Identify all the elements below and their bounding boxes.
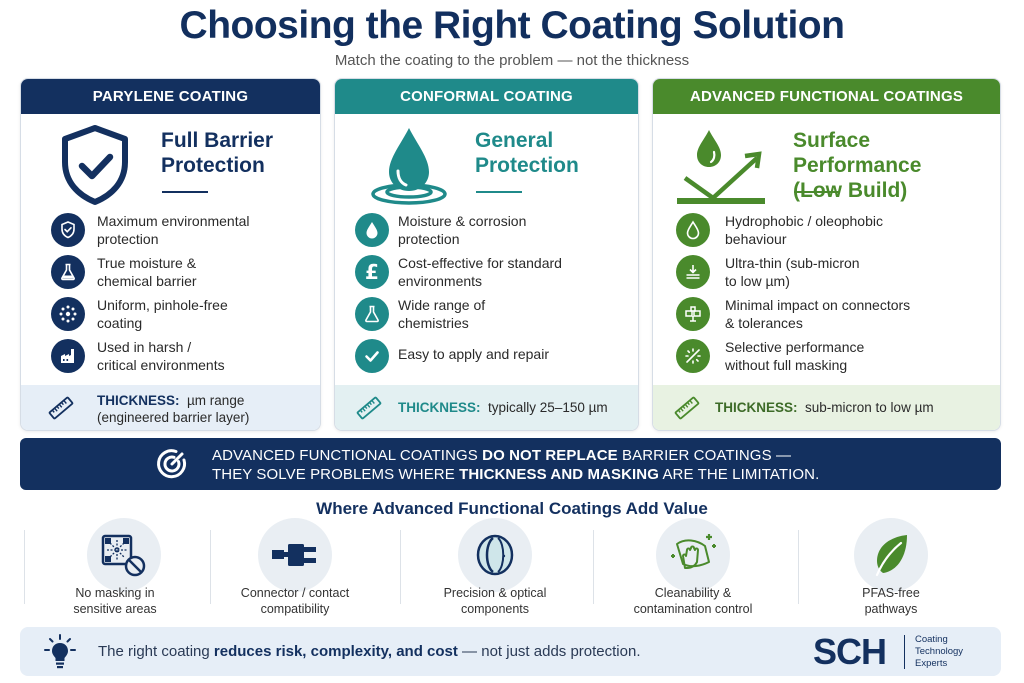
page-title: Choosing the Right Coating Solution: [179, 4, 845, 47]
hero-title-line2: Protection: [161, 154, 265, 177]
card-parylene: PARYLENE COATING Full Barrier Protection…: [20, 78, 321, 431]
card-conformal: CONFORMAL COATING General Protection Moi…: [334, 78, 639, 431]
connector-icon: [676, 297, 710, 331]
page-subtitle: Match the coating to the problem — not t…: [334, 52, 690, 69]
sparkle-icon: [676, 339, 710, 373]
cleaning-hand-icon: [671, 534, 716, 569]
key-message-banner: ADVANCED FUNCTIONAL COATINGS DO NOT REPL…: [20, 438, 1001, 490]
ruler-icon: [48, 396, 74, 420]
dots-circle-icon: [51, 297, 85, 331]
drop-repel-icon: [677, 130, 765, 204]
target-icon: [157, 449, 187, 479]
feature-item: Easy to apply and repair: [335, 338, 638, 380]
hero-title-line2: Protection: [475, 154, 579, 177]
divider: [593, 530, 594, 604]
divider: [400, 530, 401, 604]
value-item: Cleanability &contamination control: [598, 518, 788, 618]
lightbulb-icon: [44, 634, 76, 669]
thickness-row: THICKNESS: sub-micron to low µm: [653, 385, 1000, 430]
thin-layer-icon: [676, 255, 710, 289]
card-heading: CONFORMAL COATING: [335, 79, 638, 114]
hero-title-line1: Full Barrier: [161, 129, 274, 152]
water-drop-outline-icon: [676, 213, 710, 247]
footer-bar: The right coating reduces risk, complexi…: [20, 627, 1001, 676]
thickness-note: (engineered barrier layer): [97, 410, 250, 425]
feature-item: True moisture &chemical barrier: [21, 254, 320, 296]
divider: [210, 530, 211, 604]
section-title: Where Advanced Functional Coatings Add V…: [316, 499, 708, 518]
shield-check-icon: [62, 125, 128, 205]
factory-icon: [51, 339, 85, 373]
shield-check-icon: [51, 213, 85, 247]
hero-title-line2: (Low Build): [793, 179, 908, 202]
thickness-label: THICKNESS:: [97, 393, 180, 408]
ruler-icon: [356, 396, 382, 420]
no-masking-icon: [101, 534, 146, 577]
footer-message: The right coating reduces risk, complexi…: [98, 643, 641, 660]
ruler-icon: [674, 396, 700, 420]
thickness-label: THICKNESS:: [715, 400, 798, 415]
hero-title-line1: General: [475, 129, 554, 152]
leaf-icon: [875, 535, 907, 577]
divider: [476, 191, 522, 193]
card-advanced-functional: ADVANCED FUNCTIONAL COATINGS Surface Per…: [652, 78, 1001, 431]
brand-logo: SCH: [813, 631, 887, 672]
thickness-label: THICKNESS:: [398, 400, 481, 415]
thickness-value: typically 25–150 µm: [488, 400, 608, 415]
hero-title-line1: Surface Performance: [793, 129, 922, 177]
thickness-row: THICKNESS: typically 25–150 µm: [335, 385, 638, 430]
thickness-value: µm range: [187, 393, 245, 408]
connector-plug-icon: [272, 544, 316, 566]
feature-item: Minimal impact on connectors& tolerances: [653, 296, 1000, 338]
water-drop-icon: [355, 213, 389, 247]
divider: [24, 530, 25, 604]
divider: [904, 635, 905, 669]
divider: [794, 191, 840, 193]
card-heading: PARYLENE COATING: [21, 79, 320, 114]
flask-icon: [51, 255, 85, 289]
check-icon: [355, 339, 389, 373]
brand-tagline: Coating Technology Experts: [915, 634, 964, 669]
flask-icon: [355, 297, 389, 331]
optical-lens-icon: [476, 534, 514, 576]
card-heading: ADVANCED FUNCTIONAL COATINGS: [653, 79, 1000, 114]
water-drop-ripple-icon: [371, 128, 447, 205]
thickness-row: THICKNESS: µm range (engineered barrier …: [21, 385, 320, 430]
divider: [162, 191, 208, 193]
thickness-value: sub-micron to low µm: [805, 400, 934, 415]
pound-icon: £: [355, 255, 389, 289]
feature-item: Used in harsh /critical environments: [21, 338, 320, 380]
divider: [798, 530, 799, 604]
